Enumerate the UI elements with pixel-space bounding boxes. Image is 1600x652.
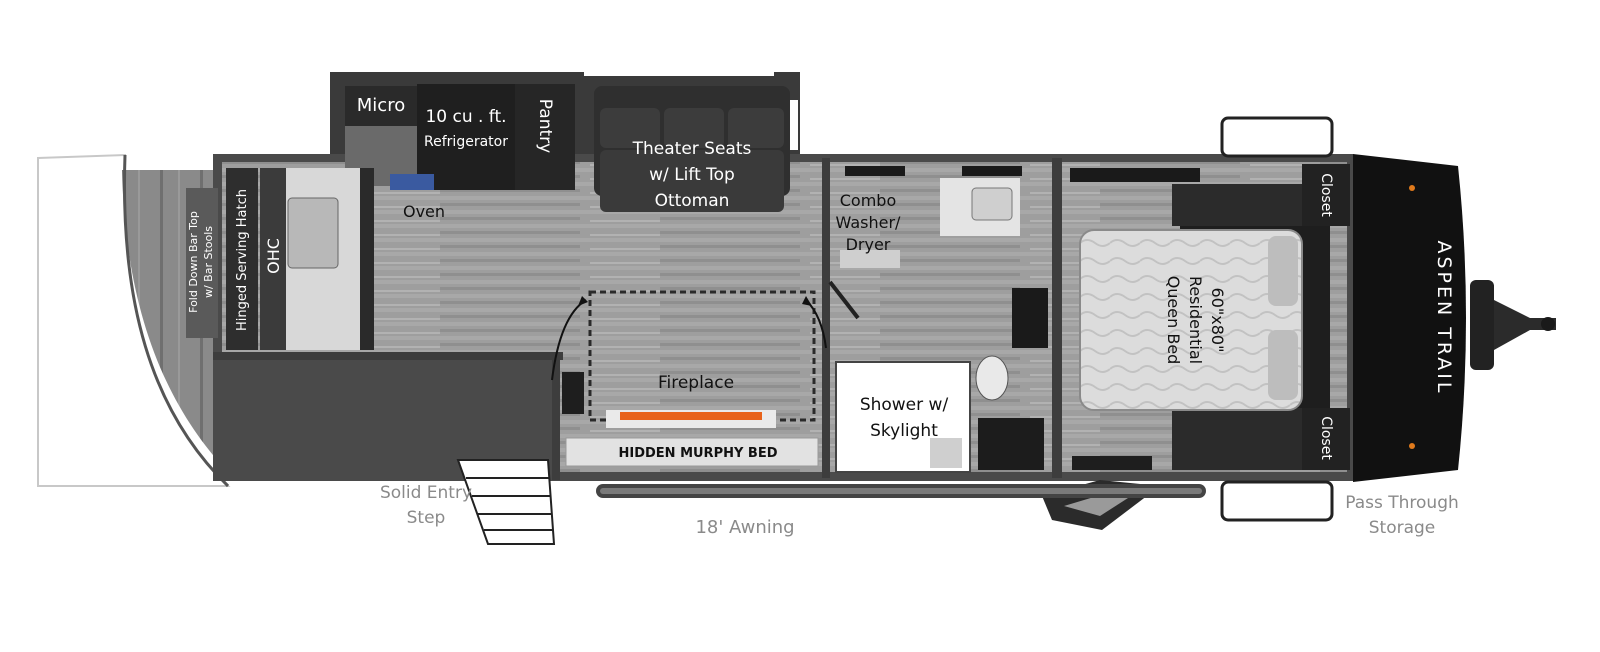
theater-seats-label-line1: Theater Seats: [632, 139, 752, 159]
front-cap: [1353, 154, 1556, 482]
murphy-bed-base: [565, 437, 819, 467]
closet-top-label: Closet: [1318, 173, 1334, 217]
fold-down-bar-top: [186, 188, 218, 338]
refrigerator-label-line2: Refrigerator: [424, 134, 508, 150]
microwave: [345, 86, 417, 126]
bathroom: [828, 166, 1048, 473]
queen-bed: [1079, 229, 1303, 411]
closet-bottom-label: Closet: [1318, 416, 1334, 460]
stove-burners: [390, 174, 434, 190]
shower-label-line2: Skylight: [870, 421, 938, 441]
bed-label-line2: Residential: [1186, 276, 1205, 364]
entry-steps: [456, 459, 556, 545]
bed-label-line3: Queen Bed: [1164, 276, 1183, 365]
theater-seats-label-line2: w/ Lift Top: [649, 165, 735, 185]
overhead-cabinet: [260, 168, 286, 350]
ohc-label: OHC: [264, 238, 283, 274]
toilet: [975, 355, 1009, 401]
washer-dryer-label-line3: Dryer: [846, 235, 891, 254]
murphy-bed-label: HIDDEN MURPHY BED: [618, 446, 777, 461]
washer-dryer-label-line1: Combo: [840, 191, 897, 210]
refrigerator: [417, 84, 515, 190]
awning: [596, 484, 1206, 498]
murphy-bed-area: [551, 290, 827, 467]
bar-top-label-line2: w/ Bar Stools: [202, 226, 215, 298]
closet-bottom: [1172, 408, 1302, 470]
fireplace-flame: [620, 412, 762, 420]
bed-label-line1: 60"x80": [1208, 288, 1227, 353]
bedroom: [1070, 164, 1350, 470]
microwave-label: Micro: [357, 95, 405, 116]
fireplace-label: Fireplace: [658, 373, 734, 393]
washer-dryer: [840, 250, 900, 268]
sink: [287, 197, 339, 269]
awning-label: 18' Awning: [695, 517, 794, 538]
rear-kitchen: [186, 168, 374, 350]
oven-label: Oven: [403, 202, 445, 221]
refrigerator-label-line1: 10 cu . ft.: [425, 107, 506, 127]
washer-dryer-label-line2: Washer/: [836, 213, 902, 232]
storage-label-line2: Storage: [1369, 518, 1436, 538]
entry-step-label-line1: Solid Entry: [380, 483, 472, 503]
hinged-serving-hatch-label: Hinged Serving Hatch: [235, 189, 250, 331]
pantry-label: Pantry: [535, 99, 555, 153]
bar-top-label-line1: Fold Down Bar Top: [187, 211, 200, 313]
kitchen-slide: [345, 84, 798, 212]
theater-seats-label-line3: Ottoman: [655, 191, 730, 211]
storage-label-line1: Pass Through: [1345, 493, 1459, 513]
shower-label-line1: Shower w/: [860, 395, 949, 415]
hinged-serving-hatch: [226, 168, 258, 350]
closet-top: [1172, 184, 1302, 226]
brand-logo: ASPEN TRAIL: [1433, 241, 1455, 396]
entry-step-label-line2: Step: [407, 508, 446, 528]
pantry: [515, 84, 575, 190]
pass-through-storage-doors: [1220, 116, 1334, 522]
